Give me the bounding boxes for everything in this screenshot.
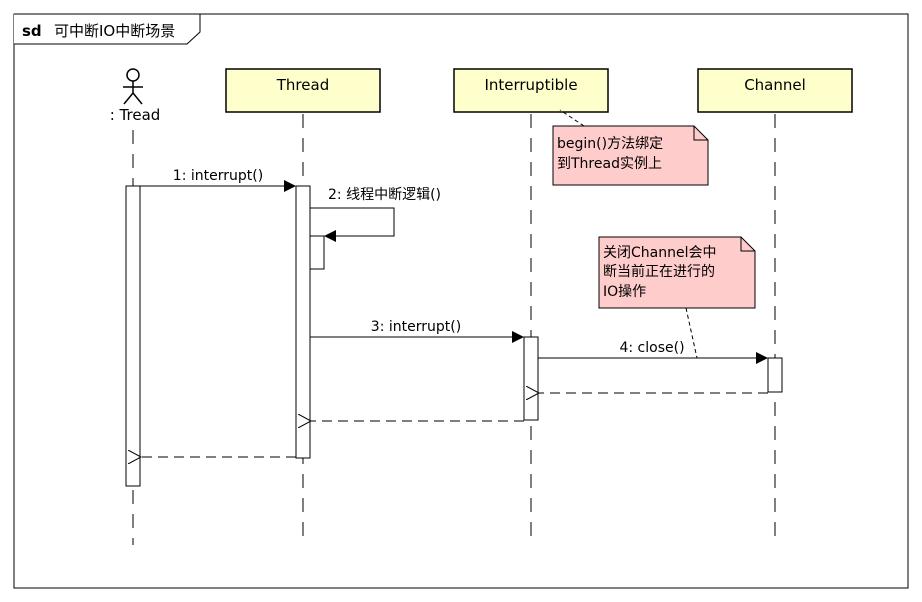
message-label-1: 1: interrupt() — [173, 168, 263, 184]
activation-channel — [767, 357, 783, 393]
lifeline-head-channel — [697, 68, 853, 113]
lifeline-head-interruptible — [453, 68, 609, 113]
frame-title: 可中断IO中断场景 — [54, 22, 175, 40]
activation-thread — [295, 185, 311, 459]
lifeline-label-interruptible: Interruptible — [484, 76, 577, 94]
frame-title-tab — [14, 13, 201, 45]
frame-keyword: sd — [22, 22, 42, 40]
message-label-2: 2: 线程中断逻辑() — [328, 187, 441, 203]
lifeline-label-thread: Thread — [276, 76, 329, 94]
note-2-line-3: IO操作 — [603, 284, 646, 300]
note-1-line-2: 到Thread实例上 — [557, 156, 662, 172]
note-2 — [598, 236, 756, 309]
lifeline-head-thread — [225, 68, 381, 113]
note-2-line-2: 断当前正在进行的 — [603, 263, 715, 280]
message-label-4: 4: close() — [619, 340, 684, 356]
activation-thread-self — [309, 235, 325, 270]
note-2-line-1: 关闭Channel会中 — [603, 245, 716, 261]
activation-interruptible — [523, 336, 539, 421]
message-label-3: 3: interrupt() — [371, 319, 461, 335]
note-anchor-1 — [559, 109, 585, 127]
actor-label: : Tread — [110, 106, 161, 124]
lifeline-label-channel: Channel — [744, 76, 806, 94]
note-1-line-1: begin()方法绑定 — [557, 136, 663, 152]
note-anchor-2 — [685, 307, 698, 359]
note-1 — [552, 125, 709, 186]
actor-icon — [123, 68, 143, 105]
message-arrow-2 — [310, 207, 395, 242]
activation-actor — [125, 185, 141, 487]
